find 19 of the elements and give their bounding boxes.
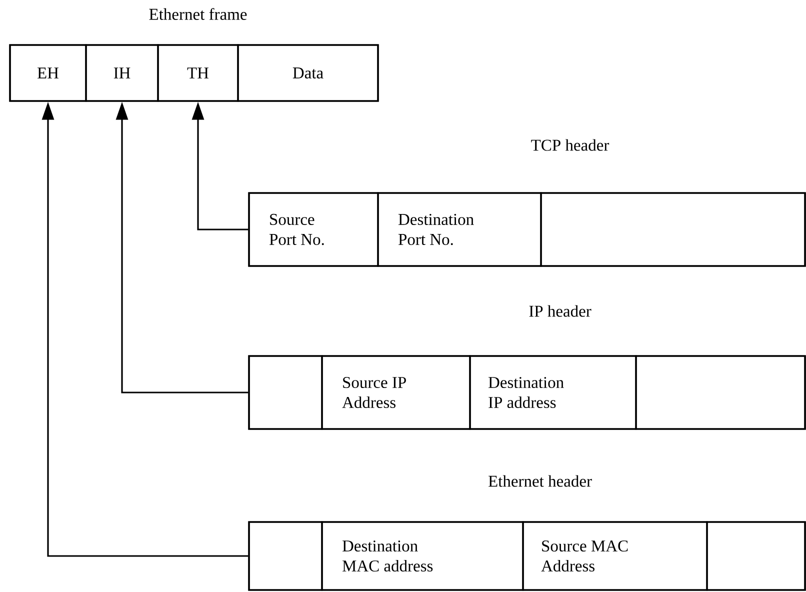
- cell: Destination IP address: [469, 355, 637, 430]
- heading: Ethernet frame: [149, 8, 247, 20]
- empty-cell: [248, 355, 323, 430]
- cell: IH: [85, 44, 159, 102]
- cell: Destination Port No.: [377, 192, 542, 267]
- empty-cell: [248, 521, 323, 591]
- cell: Source MAC Address: [522, 521, 708, 591]
- empty-cell: [540, 192, 806, 267]
- cell: EH: [9, 44, 87, 102]
- heading: TCP header: [531, 139, 610, 151]
- heading: Ethernet header: [488, 475, 592, 487]
- empty-cell: [706, 521, 806, 591]
- cell: Source Port No.: [248, 192, 379, 267]
- heading: IP header: [529, 305, 592, 317]
- cell: TH: [157, 44, 239, 102]
- cell: Source IP Address: [321, 355, 471, 430]
- cell: Destination MAC address: [321, 521, 524, 591]
- empty-cell: [635, 355, 806, 430]
- cell: Data: [237, 44, 379, 102]
